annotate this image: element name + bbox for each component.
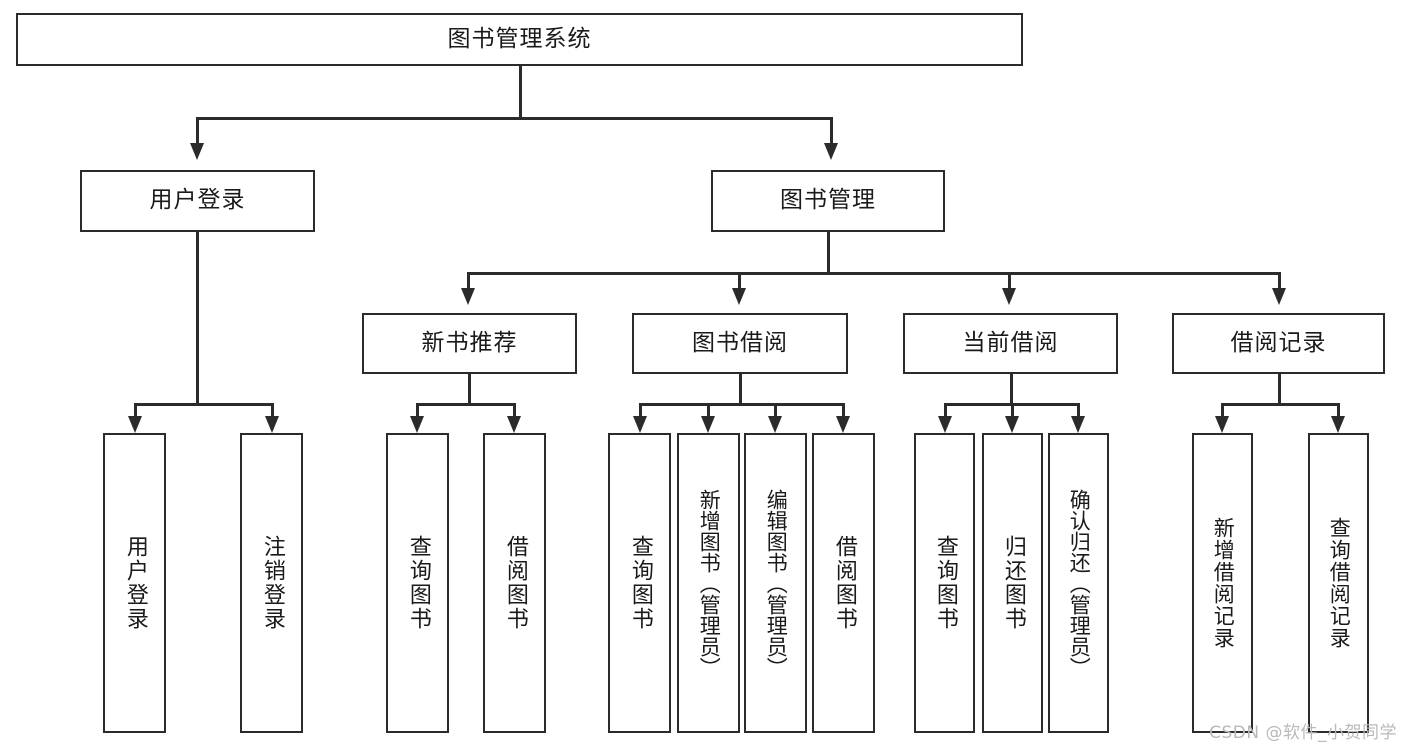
watermark-text: CSDN @软件_小贺同学 — [1209, 723, 1397, 743]
edge-nbr-stem — [468, 374, 471, 405]
node-label: 新增图书（管理员） — [697, 488, 722, 678]
leaf-br-add-record[interactable]: 新增借阅记录 — [1192, 433, 1253, 733]
node-label: 新增借阅记录 — [1211, 517, 1236, 649]
edge-bb-bar — [639, 403, 844, 406]
node-label: 查询图书 — [627, 535, 653, 631]
node-label: 编辑图书（管理员） — [764, 488, 789, 678]
node-current-borrow[interactable]: 当前借阅 — [903, 313, 1118, 374]
leaf-cb-confirm-return-admin[interactable]: 确认归还（管理员） — [1048, 433, 1109, 733]
leaf-bb-edit-book-admin[interactable]: 编辑图书（管理员） — [744, 433, 807, 733]
node-label: 查询图书 — [932, 535, 958, 631]
edge-book-management-stem — [827, 232, 830, 274]
node-label: 用户登录 — [149, 187, 246, 214]
edge-cb-stem — [1010, 374, 1013, 405]
node-label: 查询图书 — [405, 535, 431, 631]
edge-br-to-leaf-0 — [1221, 403, 1224, 418]
edge-nbr-to-leaf-0 — [416, 403, 419, 418]
edge-root-to-user-login — [196, 117, 199, 145]
node-book-management[interactable]: 图书管理 — [711, 170, 945, 232]
arrow-user-login-to-leaf-1 — [265, 416, 279, 433]
leaf-bb-add-book-admin[interactable]: 新增图书（管理员） — [677, 433, 740, 733]
node-label: 借阅图书 — [502, 535, 528, 631]
edge-user-login-to-leaf-0 — [134, 403, 137, 418]
edge-bb-to-leaf-0 — [639, 403, 642, 418]
edge-nbr-to-leaf-1 — [513, 403, 516, 418]
node-label: 图书借阅 — [692, 329, 788, 356]
edge-bm-to-l3-2 — [1008, 272, 1011, 290]
arrow-cb-to-leaf-0 — [938, 416, 952, 433]
node-label: 用户登录 — [122, 535, 148, 631]
arrow-br-to-leaf-0 — [1215, 416, 1229, 433]
arrow-root-to-user-login — [190, 143, 204, 160]
leaf-cb-return-book[interactable]: 归还图书 — [982, 433, 1043, 733]
arrow-bm-to-l3-1 — [732, 288, 746, 305]
node-root-book-management-system[interactable]: 图书管理系统 — [16, 13, 1023, 66]
node-book-borrow[interactable]: 图书借阅 — [632, 313, 848, 374]
arrow-cb-to-leaf-2 — [1071, 416, 1085, 433]
arrow-bb-to-leaf-0 — [633, 416, 647, 433]
node-new-book-recommend[interactable]: 新书推荐 — [362, 313, 577, 374]
node-label: 图书管理系统 — [447, 25, 592, 52]
edge-bb-stem — [739, 374, 742, 405]
node-label: 注销登录 — [259, 535, 285, 631]
arrow-cb-to-leaf-1 — [1005, 416, 1019, 433]
arrow-bm-to-l3-2 — [1002, 288, 1016, 305]
node-label: 借阅记录 — [1230, 329, 1327, 356]
edge-cb-to-leaf-1 — [1011, 403, 1014, 418]
edge-cb-to-leaf-2 — [1077, 403, 1080, 418]
arrow-bm-to-l3-3 — [1272, 288, 1286, 305]
leaf-user-logout[interactable]: 注销登录 — [240, 433, 303, 733]
node-user-login[interactable]: 用户登录 — [80, 170, 315, 232]
edge-bm-to-l3-0 — [467, 272, 470, 290]
leaf-cb-query-book[interactable]: 查询图书 — [914, 433, 975, 733]
leaf-nbr-query-book[interactable]: 查询图书 — [386, 433, 449, 733]
arrow-root-to-book-management — [824, 143, 838, 160]
edge-bb-to-leaf-1 — [707, 403, 710, 418]
arrow-user-login-to-leaf-0 — [128, 416, 142, 433]
node-label: 借阅图书 — [831, 535, 857, 631]
edge-nbr-bar — [416, 403, 515, 406]
leaf-user-login[interactable]: 用户登录 — [103, 433, 166, 733]
node-label: 查询借阅记录 — [1327, 517, 1352, 649]
node-label: 归还图书 — [1000, 535, 1026, 631]
leaf-bb-query-book[interactable]: 查询图书 — [608, 433, 671, 733]
edge-book-management-bar — [467, 272, 1280, 275]
arrow-bb-to-leaf-1 — [701, 416, 715, 433]
arrow-nbr-to-leaf-1 — [507, 416, 521, 433]
arrow-br-to-leaf-1 — [1331, 416, 1345, 433]
arrow-bm-to-l3-0 — [461, 288, 475, 305]
edge-user-login-bar — [134, 403, 274, 406]
edge-br-stem — [1278, 374, 1281, 405]
node-label: 当前借阅 — [962, 329, 1059, 356]
edge-root-stem — [519, 66, 522, 118]
arrow-bb-to-leaf-2 — [768, 416, 782, 433]
node-label: 图书管理 — [780, 187, 876, 214]
edge-bb-to-leaf-2 — [774, 403, 777, 418]
leaf-nbr-borrow-book[interactable]: 借阅图书 — [483, 433, 546, 733]
edge-bm-to-l3-1 — [738, 272, 741, 290]
node-label: 新书推荐 — [421, 329, 518, 356]
leaf-bb-borrow-book[interactable]: 借阅图书 — [812, 433, 875, 733]
edge-bm-to-l3-3 — [1278, 272, 1281, 290]
edge-br-to-leaf-1 — [1337, 403, 1340, 418]
edge-bb-to-leaf-3 — [842, 403, 845, 418]
edge-root-to-book-management — [830, 117, 833, 145]
edge-br-bar — [1221, 403, 1339, 406]
edge-cb-to-leaf-0 — [944, 403, 947, 418]
arrow-nbr-to-leaf-0 — [410, 416, 424, 433]
edge-user-login-to-leaf-1 — [271, 403, 274, 418]
arrow-bb-to-leaf-3 — [836, 416, 850, 433]
node-label: 确认归还（管理员） — [1067, 488, 1092, 678]
edge-user-login-stem — [196, 232, 199, 405]
leaf-br-query-record[interactable]: 查询借阅记录 — [1308, 433, 1369, 733]
node-borrow-record[interactable]: 借阅记录 — [1172, 313, 1385, 374]
edge-root-bar — [196, 117, 833, 120]
